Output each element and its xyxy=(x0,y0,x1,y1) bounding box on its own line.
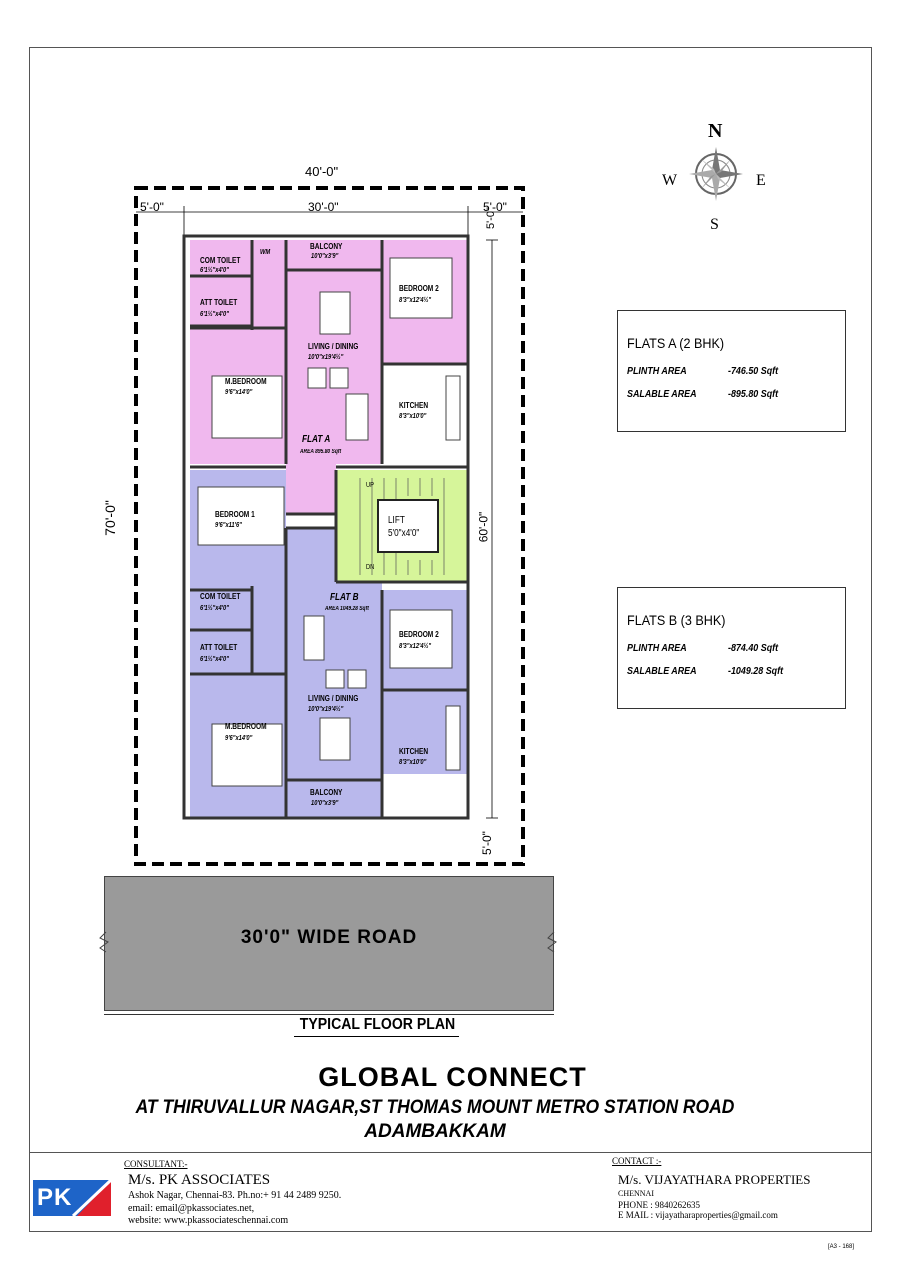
stair-treads xyxy=(359,478,445,575)
flat-b-label: FLAT B xyxy=(330,592,359,603)
pk-logo-icon xyxy=(33,1178,113,1218)
dim-building-width: 30'-0" xyxy=(308,200,339,214)
floor-plan-drawing xyxy=(134,186,525,866)
sheet-frame xyxy=(29,47,872,1232)
plot-boundary xyxy=(134,186,525,866)
flat-a-kitchen-size: 8'3"x10'0" xyxy=(399,413,427,420)
dim-building-depth: 60'-0" xyxy=(476,511,491,543)
flat-a-att-toilet-size: 6'1½"x4'0" xyxy=(200,311,229,318)
furniture xyxy=(197,257,461,787)
flat-b-bedroom1-size: 9'6"x11'6" xyxy=(215,522,242,529)
flat-b-kitchen: KITCHEN xyxy=(399,747,429,756)
flat-b-com-toilet-size: 6'1½"x4'0" xyxy=(200,605,229,612)
pk-logo: PK xyxy=(33,1178,113,1218)
flats-b-plinth-value: -874.40 Sqft xyxy=(728,642,779,654)
flats-a-plinth-label: PLINTH AREA xyxy=(627,365,687,377)
contact-name: M/s. VIJAYATHARA PROPERTIES xyxy=(618,1172,811,1187)
dim-bottom-setback: 5'-0" xyxy=(479,831,494,855)
flat-a-mbedroom-size: 9'6"x14'0" xyxy=(225,389,253,396)
sheet-code: [A3 - 168] xyxy=(828,1244,855,1250)
flats-b-salable-value: -1049.28 Sqft xyxy=(728,665,784,677)
flat-b-bedroom1: BEDROOM 1 xyxy=(215,510,255,519)
project-location-line2: ADAMBAKKAM xyxy=(364,1121,506,1142)
contact-email: E MAIL : vijayatharaproperties@gmail.com xyxy=(618,1210,778,1220)
compass: N S E W xyxy=(660,120,770,240)
contact-heading: CONTACT :- xyxy=(612,1156,662,1166)
flats-b-info-box: FLATS B (3 BHK) PLINTH AREA -874.40 Sqft… xyxy=(617,587,846,709)
flat-b-kitchen-size: 8'3"x10'0" xyxy=(399,759,427,766)
flat-b-living-size: 10'0"x19'4½" xyxy=(308,706,344,713)
flat-b-mbedroom-size: 9'6"x14'0" xyxy=(225,735,253,742)
stair-up: UP xyxy=(366,482,374,489)
compass-rose-icon xyxy=(689,147,743,201)
flat-a-living-size: 10'0"x19'4½" xyxy=(308,354,344,361)
flats-b-title: FLATS B (3 BHK) xyxy=(627,612,726,628)
stair-dn: DN xyxy=(366,564,375,571)
flat-a-balcony: BALCONY xyxy=(310,242,343,251)
plan-title-rule xyxy=(104,1014,554,1015)
flat-b-balcony: BALCONY xyxy=(310,788,343,797)
building-walls xyxy=(182,234,470,820)
flat-b-living: LIVING / DINING xyxy=(308,694,359,703)
plan-title: TYPICAL FLOOR PLAN xyxy=(299,1016,456,1033)
flat-b-area: AREA 1049.28 Sqft xyxy=(325,606,369,612)
consultant-heading: CONSULTANT:- xyxy=(124,1159,188,1169)
compass-s: S xyxy=(710,216,719,233)
consultant-email: email: email@pkassociates.net, xyxy=(128,1203,255,1214)
flats-b-plinth-label: PLINTH AREA xyxy=(627,642,687,654)
flat-b-mbedroom: M.BEDROOM xyxy=(225,722,267,731)
flat-b-att-toilet-size: 6'1½"x4'0" xyxy=(200,656,229,663)
compass-w: W xyxy=(662,172,678,189)
contact-city: CHENNAI xyxy=(618,1189,654,1198)
flat-b-com-toilet: COM TOILET xyxy=(200,592,241,601)
project-location-line1: AT THIRUVALLUR NAGAR,ST THOMAS MOUNT MET… xyxy=(135,1097,735,1118)
flat-a-living: LIVING / DINING xyxy=(308,342,359,351)
flat-a-com-toilet: COM TOILET xyxy=(200,256,241,265)
project-name: GLOBAL CONNECT xyxy=(318,1062,587,1092)
flat-b-balcony-size: 10'0"x3'9" xyxy=(311,800,339,807)
consultant-website: website: www.pkassociateschennai.com xyxy=(128,1215,289,1226)
pk-logo-text: PK xyxy=(37,1184,73,1211)
dim-plot-depth: 70'-0" xyxy=(101,500,118,536)
title-block-divider xyxy=(29,1152,872,1153)
flats-b-salable-label: SALABLE AREA xyxy=(627,665,697,677)
flat-a-kitchen: KITCHEN xyxy=(399,401,429,410)
flat-b-bedroom2-size: 8'3"x12'4½" xyxy=(399,643,432,650)
dim-right-setback: 5'-0" xyxy=(483,200,507,214)
flat-a-area: AREA 895.80 Sqft xyxy=(300,449,342,455)
road-break-marks xyxy=(99,931,557,953)
flats-a-salable-label: SALABLE AREA xyxy=(627,388,697,400)
flats-a-title: FLATS A (2 BHK) xyxy=(627,335,725,351)
flat-a-bedroom2-size: 8'3"x12'4½" xyxy=(399,297,432,304)
flat-a-bedroom2: BEDROOM 2 xyxy=(399,284,439,293)
road-label: 30'0" WIDE ROAD xyxy=(240,927,418,948)
flat-a-label: FLAT A xyxy=(302,434,331,445)
consultant-address: Ashok Nagar, Chennai-83. Ph.no:+ 91 44 2… xyxy=(128,1190,342,1201)
dim-overall-width: 40'-0" xyxy=(305,164,339,179)
lift-label: LIFT xyxy=(388,515,405,526)
flat-b-att-toilet: ATT TOILET xyxy=(200,643,238,652)
flat-a-balcony-size: 10'0"x3'9" xyxy=(311,253,339,260)
flat-b-bedroom2: BEDROOM 2 xyxy=(399,630,439,639)
compass-e: E xyxy=(756,172,766,189)
flat-a-att-toilet: ATT TOILET xyxy=(200,298,238,307)
dim-top-setback: 5'-0" xyxy=(484,207,497,229)
lift-size: 5'0"x4'0" xyxy=(388,528,420,539)
contact-phone: PHONE : 9840262635 xyxy=(618,1200,701,1210)
flats-a-info-box: FLATS A (2 BHK) PLINTH AREA -746.50 Sqft… xyxy=(617,310,846,432)
consultant-name: M/s. PK ASSOCIATES xyxy=(128,1172,271,1188)
flat-a-com-toilet-size: 6'1½"x4'0" xyxy=(200,267,229,274)
flat-a-wm: WM xyxy=(260,249,271,256)
dim-left-setback: 5'-0" xyxy=(140,200,164,214)
compass-n: N xyxy=(708,120,723,142)
flats-a-plinth-value: -746.50 Sqft xyxy=(728,365,779,377)
flats-a-salable-value: -895.80 Sqft xyxy=(728,388,779,400)
plan-title-underline xyxy=(294,1036,459,1037)
lift-shaft xyxy=(377,499,439,553)
flat-a-mbedroom: M.BEDROOM xyxy=(225,377,267,386)
